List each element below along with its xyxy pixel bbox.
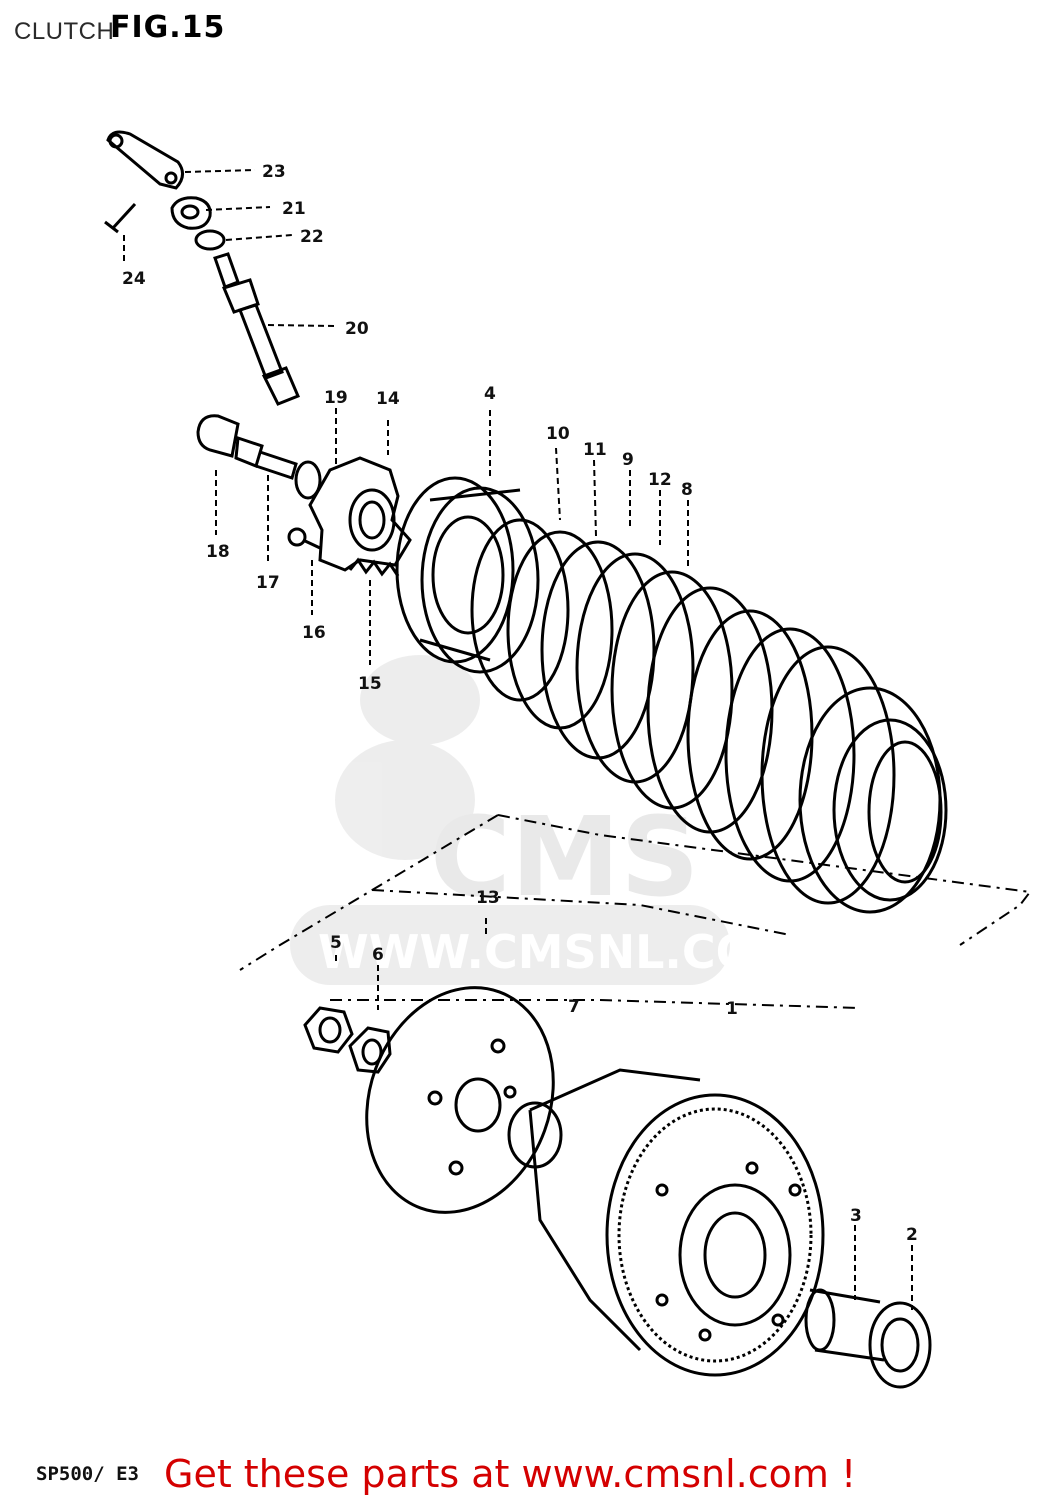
pressure-plate-part (308, 456, 412, 572)
buy-parts-link[interactable]: Get these parts at www.cmsnl.com ! (164, 1452, 857, 1496)
spring-part (348, 557, 400, 577)
callout-20: 20 (345, 319, 369, 339)
figure-label: FIG.15 (110, 10, 226, 45)
callout-13: 13 (476, 888, 500, 908)
adjuster-rod-part (213, 252, 300, 406)
watermark-logo: CMS WWW.CMSNL.COM (290, 655, 801, 985)
assembly-outline (239, 814, 1032, 1009)
model-code: SP500/ E3 (36, 1463, 139, 1485)
callout-1: 1 (726, 999, 738, 1019)
watermark-logo-text: CMS (430, 793, 699, 921)
clutch-sleeve-hub-part (395, 476, 540, 674)
callout-2: 2 (906, 1225, 918, 1245)
nut-part (170, 196, 212, 230)
clutch-housing-part (528, 1068, 825, 1377)
watermark-url-text: WWW.CMSNL.COM (318, 925, 801, 979)
callout-21: 21 (282, 199, 306, 219)
callout-17: 17 (256, 573, 280, 593)
callout-24: 24 (122, 269, 146, 289)
callout-4: 4 (484, 384, 496, 404)
lock-washer-part (348, 1026, 392, 1074)
callout-15: 15 (358, 674, 382, 694)
screw-part (104, 202, 137, 234)
callout-19: 19 (324, 388, 348, 408)
hub-nut-part (303, 1006, 354, 1054)
callout-7: 7 (568, 997, 580, 1017)
clutch-plate-stack (470, 518, 948, 914)
callout-12: 12 (648, 470, 672, 490)
callout-18: 18 (206, 542, 230, 562)
bearing-part (294, 460, 322, 500)
spacer-washer-part (868, 1301, 932, 1389)
washer-part (194, 229, 226, 251)
callout-6: 6 (372, 945, 384, 965)
section-title: CLUTCH (14, 18, 115, 45)
callout-8: 8 (681, 480, 693, 500)
push-rod-part (196, 414, 298, 480)
callout-14: 14 (376, 389, 400, 409)
callout-22: 22 (300, 227, 324, 247)
callout-labels: 23 21 22 24 20 19 14 4 10 11 9 12 8 18 1… (122, 162, 918, 1245)
callout-23: 23 (262, 162, 286, 182)
callout-5: 5 (330, 933, 342, 953)
bolt-part (287, 527, 321, 550)
callout-16: 16 (302, 623, 326, 643)
clutch-hub-disc-part (365, 986, 555, 1214)
callout-11: 11 (583, 440, 607, 460)
leader-lines (123, 169, 913, 1310)
callout-9: 9 (622, 450, 634, 470)
callout-3: 3 (850, 1206, 862, 1226)
release-arm-part (106, 130, 184, 190)
callout-10: 10 (546, 424, 570, 444)
